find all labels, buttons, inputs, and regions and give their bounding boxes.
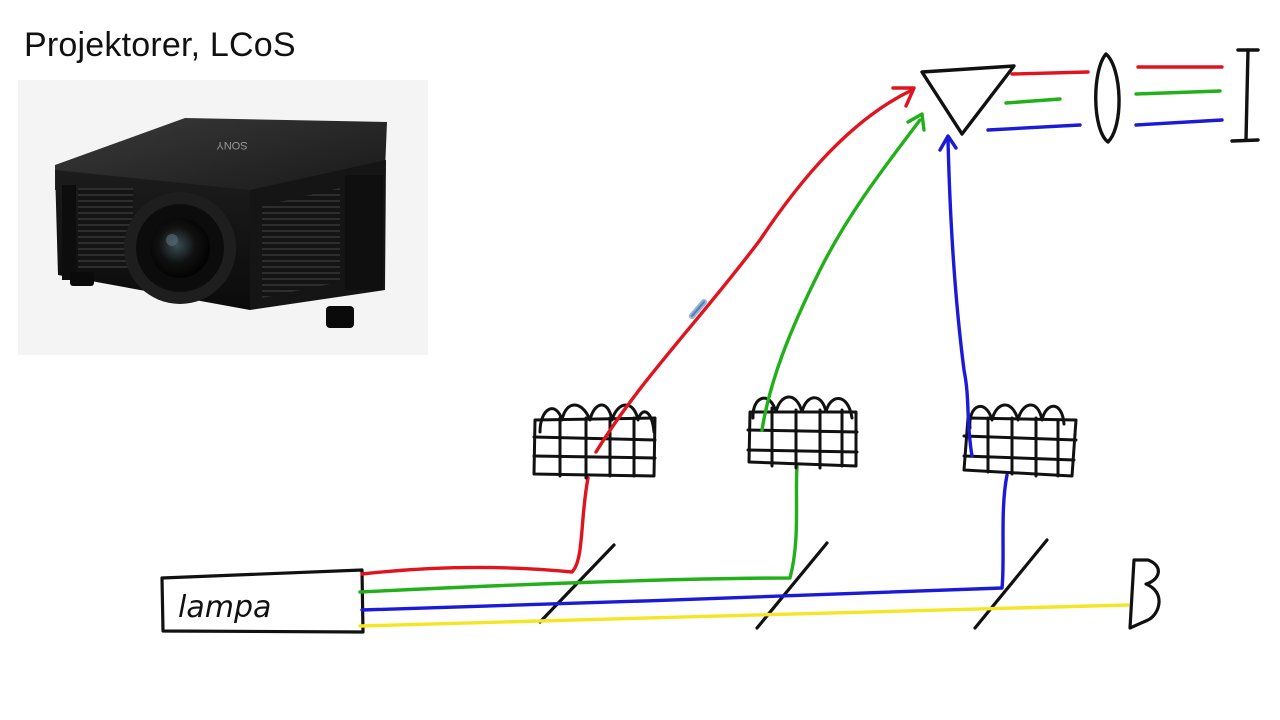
- red-arrowhead: [891, 86, 916, 108]
- green-beam-lens-to-screen: [1134, 89, 1222, 96]
- blue-arrowhead: [938, 134, 958, 152]
- lamp-label: lampa: [178, 590, 271, 625]
- front-vents-left: [78, 188, 133, 268]
- blue-beam-prism-to-lens: [986, 123, 1082, 132]
- green-arrowhead: [906, 112, 926, 132]
- projector-foot: [326, 306, 354, 328]
- pen-cursor-marker: [689, 299, 707, 319]
- green-beam-prism-to-lens: [1004, 97, 1062, 105]
- lcos-panel-blue: [962, 403, 1078, 478]
- combining-prism: [920, 64, 1016, 136]
- red-beam-panel-to-prism: [594, 88, 914, 454]
- lamp-box: lampa: [160, 568, 365, 634]
- blue-beam-lens-to-screen: [1134, 118, 1224, 127]
- green-beam-lamp-to-panel: [358, 464, 799, 594]
- projector-foot: [70, 272, 94, 286]
- blue-beam-panel-to-prism: [946, 138, 974, 458]
- light-dump: [1128, 558, 1161, 630]
- projector-image: SONY: [18, 80, 428, 355]
- blue-beam-lamp-to-panel: [360, 473, 1009, 612]
- dichroic-mirror-blue: [973, 538, 1049, 630]
- lcos-panel-green: [746, 395, 859, 470]
- brand-mark: SONY: [216, 139, 248, 151]
- yellow-beam-lamp-to-dump: [358, 603, 1130, 628]
- red-beam-lamp-to-panel: [360, 476, 590, 576]
- page-title: Projektorer, LCoS: [24, 26, 296, 64]
- side-vents: [262, 188, 340, 298]
- projection-lens: [1094, 52, 1121, 144]
- lcos-panel-red: [532, 403, 657, 480]
- green-beam-panel-to-prism: [760, 118, 922, 432]
- red-beam-prism-to-lens: [1010, 70, 1090, 76]
- lens-glass: [150, 218, 210, 278]
- projection-screen: [1230, 48, 1260, 143]
